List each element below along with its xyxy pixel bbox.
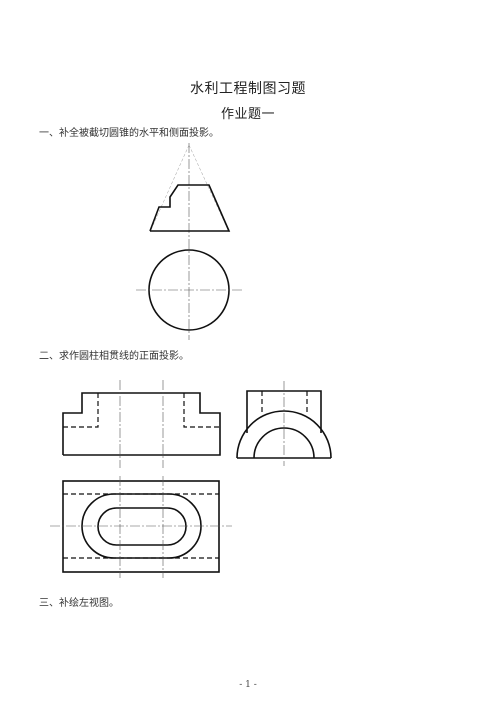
cone-outline (149, 184, 231, 232)
question-1: 一、补全被截切圆锥的水平和侧面投影。 (39, 128, 219, 139)
hidden-line-right (183, 393, 220, 428)
top-inner-slot (97, 507, 187, 546)
top-view-rectangle (62, 480, 220, 573)
assignment-subtitle: 作业题一 (220, 107, 275, 122)
question-3: 三、补绘左视图。 (39, 598, 119, 609)
cone-front-view (149, 143, 231, 340)
document-title: 水利工程制图习题 (190, 81, 306, 97)
side-view-inner-arc (253, 427, 315, 459)
hidden-line-left (63, 393, 99, 428)
cone-construction-right (188, 144, 230, 233)
cylinder-front-view (62, 380, 221, 468)
cylinder-front-outline (62, 392, 221, 456)
cylinder-top-view (50, 476, 232, 578)
page-number: - 1 - (239, 680, 257, 690)
cone-construction-left (149, 144, 190, 233)
question-2: 二、求作圆柱相贯线的正面投影。 (39, 351, 189, 362)
cylinder-side-view (236, 381, 332, 466)
cone-top-view (136, 249, 244, 331)
